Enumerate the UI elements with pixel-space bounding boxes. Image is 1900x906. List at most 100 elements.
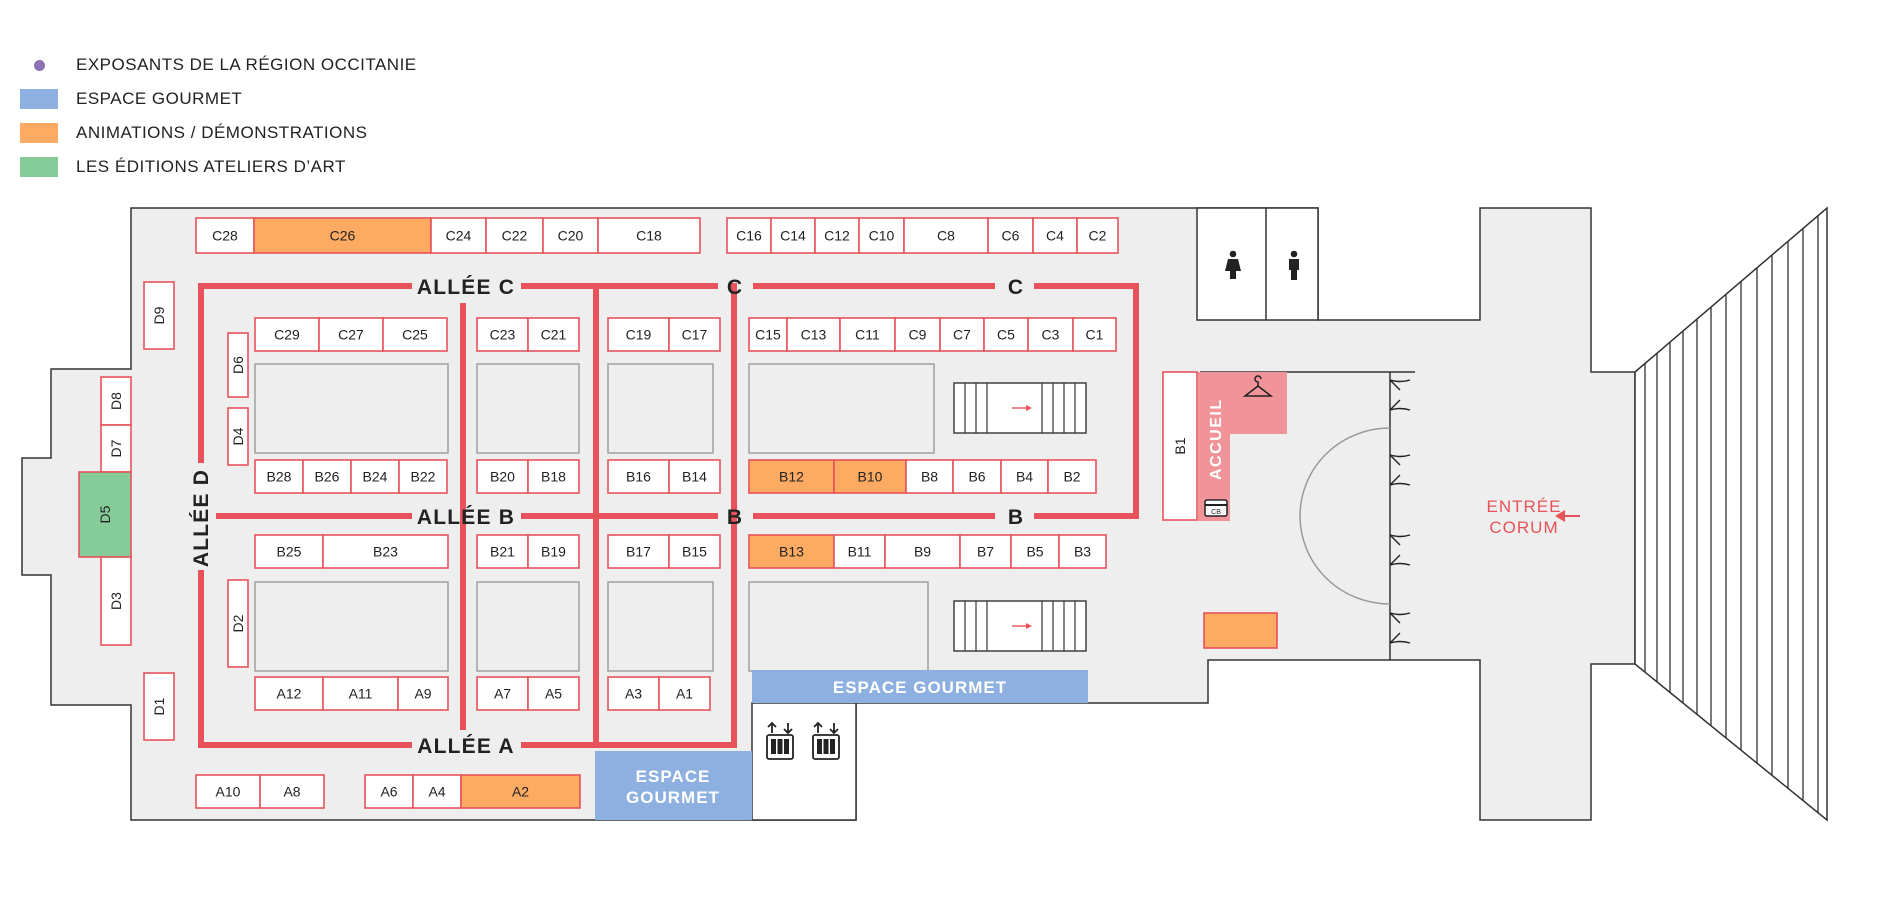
legend-item-gourmet: ESPACE GOURMET <box>20 82 500 116</box>
stand-box <box>952 459 1002 494</box>
stand-box <box>322 534 449 569</box>
stand-box <box>527 317 580 352</box>
entree-label-1: ENTRÉE <box>1487 497 1562 516</box>
stand-label: D3 <box>108 592 124 610</box>
aisle-label: C <box>727 276 743 299</box>
legend-swatch-ateliers <box>20 157 58 177</box>
credit-card-icon: CB <box>1204 499 1228 517</box>
legend-swatch-gourmet <box>20 89 58 109</box>
stand-label: A2 <box>512 784 529 800</box>
stand-label: A11 <box>349 686 373 702</box>
espace-gourmet-small-label-2: GOURMET <box>626 788 720 807</box>
stand-box <box>884 534 961 569</box>
stand-label: C11 <box>855 327 880 343</box>
stand-box <box>322 676 399 711</box>
stand-label: C24 <box>446 228 472 244</box>
stand-box <box>607 317 670 352</box>
stand-label: A4 <box>428 784 445 800</box>
door-icon <box>1389 379 1411 411</box>
stand-box <box>476 459 529 494</box>
stand-label: C3 <box>1042 327 1060 343</box>
stand-label: B28 <box>267 469 292 485</box>
espace-gourmet-small-label-1: ESPACE <box>636 767 711 786</box>
accueil-reception <box>1198 372 1287 521</box>
entrance-arrow-icon <box>1555 510 1580 522</box>
stand-label: A6 <box>380 784 397 800</box>
stand-label: D2 <box>230 614 246 632</box>
stand-label: C15 <box>755 327 781 343</box>
stand-label: B2 <box>1063 469 1080 485</box>
stand-box <box>143 281 175 350</box>
stand-label: B3 <box>1074 544 1091 560</box>
zone-layer: ESPACE GOURMET ESPACE GOURMET ACCUEIL CB… <box>595 372 1580 820</box>
stand-box <box>770 217 816 254</box>
stand-box <box>726 217 772 254</box>
stand-box <box>959 534 1012 569</box>
stand-box <box>1162 371 1198 521</box>
staircase-icon <box>1634 206 1828 822</box>
stand-label: B16 <box>626 469 651 485</box>
stand-label: B24 <box>363 469 388 485</box>
staircase-icon <box>953 382 1087 434</box>
stand-box <box>254 534 324 569</box>
stand-label: D8 <box>108 392 124 410</box>
stand-box <box>983 317 1029 352</box>
stand-label: C21 <box>541 327 567 343</box>
restroom-block <box>1196 207 1319 321</box>
stand-box <box>364 774 414 809</box>
legend-item-animations: ANIMATIONS / DÉMONSTRATIONS <box>20 116 500 150</box>
aisle-label: ALLÉE B <box>417 506 515 529</box>
stand-label: D4 <box>230 427 246 445</box>
stand-label: C28 <box>212 228 238 244</box>
stand-box <box>668 317 721 352</box>
stand-box <box>100 376 132 426</box>
stand-label: B12 <box>779 469 804 485</box>
stand-label: D7 <box>108 439 124 457</box>
stand-box <box>460 774 581 809</box>
stand-box <box>100 424 132 473</box>
elevator-icon <box>812 721 840 760</box>
stand-box <box>100 556 132 646</box>
display-block <box>254 581 449 672</box>
display-block <box>607 363 714 454</box>
stand-label: C17 <box>682 327 708 343</box>
stand-box <box>786 317 841 352</box>
stand-label: B22 <box>411 469 436 485</box>
stand-box <box>485 217 544 254</box>
stand-label: C25 <box>402 327 428 343</box>
card-label: CB <box>1211 509 1221 516</box>
stand-label: C13 <box>801 327 827 343</box>
stand-box <box>143 672 175 741</box>
stand-box <box>1058 534 1107 569</box>
stand-label: B21 <box>490 544 515 560</box>
stand-label: A1 <box>676 686 693 702</box>
stand-label: D1 <box>151 697 167 715</box>
stand-label: C26 <box>330 228 356 244</box>
espace-gourmet-main <box>752 670 1088 703</box>
display-block <box>476 581 580 672</box>
door-icon <box>1389 612 1411 644</box>
stand-label: C22 <box>502 228 528 244</box>
stand-box <box>253 217 432 254</box>
stand-box <box>398 459 448 494</box>
stand-box <box>318 317 384 352</box>
stand-label: D9 <box>151 306 167 324</box>
stand-box <box>987 217 1034 254</box>
stand-label: B7 <box>977 544 994 560</box>
stand-label: B20 <box>490 469 515 485</box>
stand-label: C27 <box>338 327 364 343</box>
stand-box <box>607 534 670 569</box>
stand-box <box>527 676 580 711</box>
stand-label: B4 <box>1016 469 1033 485</box>
stand-label: B17 <box>626 544 651 560</box>
stand-label: B19 <box>541 544 566 560</box>
stand-label: C14 <box>780 228 806 244</box>
stand-label: B14 <box>682 469 707 485</box>
reception-hemicycle <box>1299 427 1391 605</box>
door-icons <box>1389 379 1411 644</box>
stand-label: C5 <box>997 327 1015 343</box>
stand-box <box>302 459 352 494</box>
stand-box <box>476 676 529 711</box>
stand-label: A12 <box>277 686 302 702</box>
stand-label: B23 <box>373 544 398 560</box>
